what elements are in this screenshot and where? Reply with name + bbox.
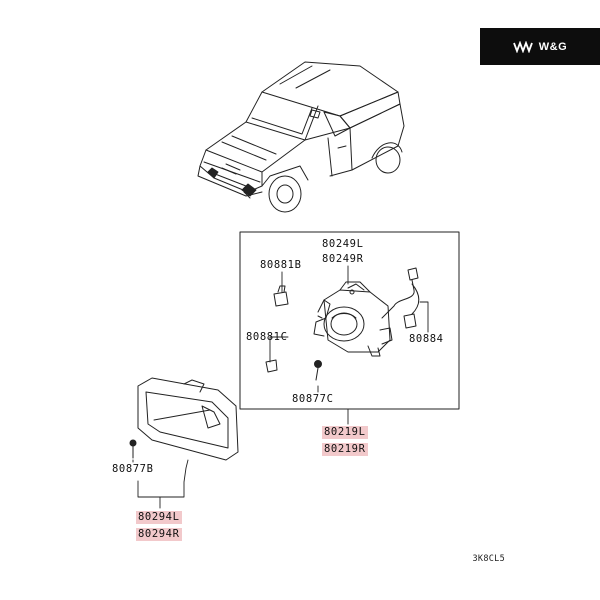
part-label-80884: 80884: [409, 333, 444, 345]
part-label-80881b: 80881B: [260, 259, 302, 271]
part-label-80294l: 80294L: [136, 511, 182, 524]
fog-lamp-bezel: [137, 377, 239, 461]
brand-name: W&G: [538, 40, 568, 53]
wg-logo-icon: [512, 40, 533, 53]
screw-80877b: [129, 439, 137, 459]
connector-harness: [381, 267, 420, 329]
part-label-80881c: 80881C: [246, 331, 288, 343]
part-label-80249l: 80249L: [322, 238, 364, 250]
part-label-80219r: 80219R: [322, 443, 368, 456]
vehicle-illustration: [197, 61, 405, 213]
part-label-80294r: 80294R: [136, 528, 182, 541]
brand-badge: W&G: [480, 28, 600, 65]
part-label-80219l: 80219L: [322, 426, 368, 439]
clip-80881b: [273, 285, 289, 307]
fog-lamp-unit: [313, 281, 393, 357]
screw-80877c: [314, 360, 322, 381]
detail-frame: [239, 231, 460, 410]
part-label-80877c: 80877C: [292, 393, 334, 405]
leader-lines: [132, 265, 429, 509]
clip-80881c: [265, 359, 278, 373]
part-label-80249r: 80249R: [322, 253, 364, 265]
part-label-80877b: 80877B: [112, 463, 154, 475]
diagram-code: 3K8CL5: [472, 554, 505, 564]
